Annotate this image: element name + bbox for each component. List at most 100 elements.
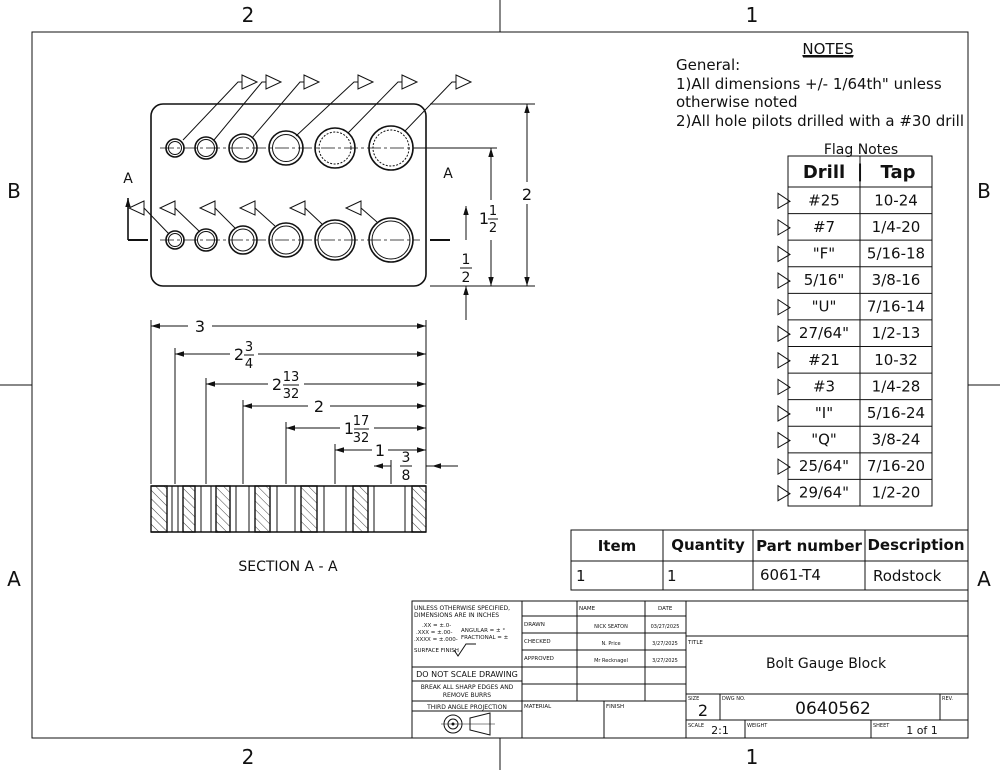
- flag-icon: [777, 272, 791, 289]
- dim-2-13-32-den: 32: [283, 387, 300, 402]
- dwg-no-label: DWG NO.: [722, 696, 746, 702]
- scale-label: SCALE: [688, 723, 704, 729]
- flag-icon: [777, 298, 791, 316]
- hole: [165, 230, 185, 250]
- bom-header-description: Description: [867, 536, 964, 554]
- hole-thread: [197, 231, 215, 249]
- tol-angular: ANGULAR = ± °: [461, 628, 505, 634]
- note-line: 1)All dimensions +/- 1/64th" unless: [676, 75, 942, 93]
- flag-icon: [777, 458, 791, 475]
- dim-1-17-32-den: 32: [353, 431, 370, 446]
- flag-drill-cell: #21: [808, 351, 840, 369]
- approved-name: Mr Recknagel: [594, 658, 628, 664]
- bom-item: 1: [576, 567, 586, 585]
- zone-label: 2: [242, 3, 255, 27]
- note-line: otherwise noted: [676, 93, 798, 111]
- dim-2-3-4-den: 4: [245, 357, 253, 372]
- bom-part-number: 6061-T4: [760, 566, 821, 584]
- tol-fractional: FRACTIONAL = ±: [461, 635, 509, 641]
- dim-height-row-den: 2: [489, 221, 497, 236]
- rev-label: REV.: [942, 696, 953, 702]
- approved-label: APPROVED: [524, 656, 554, 662]
- hole: [228, 133, 258, 163]
- flag-icon: [344, 200, 362, 216]
- hole-thread: [231, 228, 255, 252]
- zone-label: A: [7, 567, 21, 591]
- tol-line: UNLESS OTHERWISE SPECIFIED,: [414, 605, 510, 612]
- top-view: A A 2 1 1 2 1 2: [123, 74, 536, 320]
- flag-icon: [158, 200, 176, 216]
- section-label: A: [123, 171, 133, 187]
- bill-of-materials: Item Quantity Part number Description 1 …: [570, 529, 969, 591]
- title-label: TITLE: [687, 640, 703, 646]
- dim-3-8-den: 8: [402, 468, 411, 484]
- third-angle-projection-icon: [441, 712, 495, 736]
- drawn-label: DRAWN: [524, 622, 545, 628]
- hole-thread: [371, 220, 411, 260]
- tol-xxxx: .XXXX = ±.000-: [414, 637, 458, 643]
- hole: [228, 225, 258, 255]
- checked-date: 3/27/2025: [652, 641, 678, 647]
- bom-header-quantity: Quantity: [671, 536, 745, 554]
- flag-tap-cell: 10-24: [874, 191, 918, 209]
- flag-icon: [401, 74, 419, 90]
- dim-3-8-num: 3: [402, 450, 411, 466]
- dwg-no: 0640562: [795, 699, 871, 719]
- hole: [368, 217, 414, 263]
- zone-label: 2: [242, 745, 255, 769]
- note-line: 2)All hole pilots drilled with a #30 dri…: [676, 112, 964, 130]
- dim-1-17-32-whole: 1: [344, 419, 354, 438]
- flag-drill-cell: #25: [808, 191, 840, 209]
- flag-drill-cell: "U": [812, 298, 837, 316]
- tol-line: DIMENSIONS ARE IN INCHES: [414, 612, 499, 619]
- flag-drill-cell: 29/64": [799, 484, 849, 502]
- flag-leaders-top: [182, 74, 473, 141]
- flag-drill-cell: 5/16": [804, 271, 845, 289]
- flag-icon: [198, 200, 216, 216]
- zone-label: B: [7, 179, 21, 203]
- flag-icon: [288, 200, 306, 216]
- finish-label: FINISH: [606, 704, 624, 710]
- surface-finish: SURFACE FINISH: [414, 648, 459, 654]
- hole-row-top: [165, 125, 414, 171]
- flag-tap-cell: 7/16-14: [867, 298, 925, 316]
- flag-header-drill: Drill: [803, 162, 845, 183]
- dim-1: 1: [375, 441, 385, 460]
- hole-thread: [231, 136, 255, 160]
- hole-thread: [168, 233, 182, 247]
- flag-notes-title: Flag Notes: [824, 142, 898, 158]
- size-label: SIZE: [688, 696, 699, 702]
- dim-2-3-4-num: 3: [245, 340, 253, 355]
- flag-icon: [265, 74, 283, 90]
- hole: [314, 127, 356, 169]
- drawn-name: NICK SEATON: [594, 624, 628, 630]
- scale-value: 2:1: [711, 724, 729, 737]
- break-edges: REMOVE BURRS: [443, 692, 491, 699]
- projection: THIRD ANGLE PROJECTION: [426, 704, 507, 711]
- block-outline: [150, 103, 427, 287]
- flag-icon: [777, 484, 791, 502]
- hole: [165, 138, 185, 158]
- flag-icon: [777, 431, 791, 449]
- date-header: DATE: [658, 606, 673, 612]
- hole-thread: [317, 222, 353, 258]
- dim-2-13-32-num: 13: [283, 370, 300, 385]
- hole: [314, 219, 356, 261]
- flag-tap-cell: 3/8-16: [872, 271, 921, 289]
- dim-2-3-4-whole: 2: [234, 345, 244, 364]
- name-header: NAME: [579, 606, 596, 612]
- approved-date: 3/27/2025: [652, 658, 678, 664]
- flag-drill-cell: #3: [813, 377, 835, 395]
- dim-2: 2: [314, 397, 324, 416]
- sheet-label: SHEET: [873, 723, 890, 729]
- flag-tap-cell: 5/16-18: [867, 244, 925, 262]
- flag-icon: [357, 74, 375, 90]
- hole-row-bottom: [165, 217, 414, 263]
- flag-icon: [777, 245, 791, 263]
- dim-height-row-num: 1: [489, 204, 497, 219]
- dim-2-13-32-whole: 2: [272, 375, 282, 394]
- hole: [368, 125, 414, 171]
- material-label: MATERIAL: [524, 704, 552, 710]
- flag-drill-cell: "Q": [811, 431, 837, 449]
